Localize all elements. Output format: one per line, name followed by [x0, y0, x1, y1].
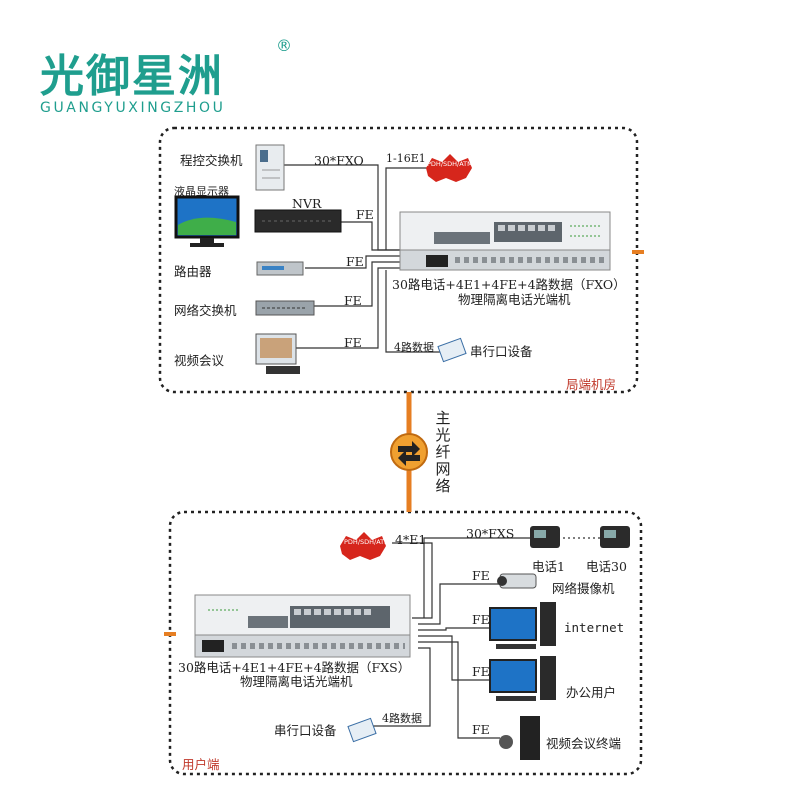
fiber-label-char: 纤: [435, 443, 451, 461]
top-cloud-label: PDH/SDH/ATM: [427, 160, 473, 168]
bottom-optical-terminal: [194, 594, 411, 658]
internet-pc-icon: [489, 602, 556, 649]
fiber-label-char: 网: [435, 460, 451, 478]
serial-bottom-label: 串行口设备: [274, 723, 337, 738]
serial-device-bottom-icon: [347, 717, 377, 743]
lcd-monitor-icon: [174, 195, 240, 247]
video-terminal-icon: [499, 716, 540, 760]
fe-link-router: FE: [346, 254, 364, 269]
e1-link-label: 1-16E1: [386, 152, 426, 165]
office-pc-icon: [489, 656, 556, 701]
top-region-label: 局端机房: [566, 377, 617, 392]
fxs-link-label: 30*FXS: [466, 526, 515, 541]
fe-link-nvr: FE: [356, 207, 374, 222]
office-label: 办公用户: [566, 685, 617, 700]
top-region-box: [158, 126, 639, 394]
pbx-icon: [255, 144, 285, 191]
fe-link-switch: FE: [344, 293, 362, 308]
fe-link-internet: FE: [472, 612, 490, 627]
pbx-label: 程控交换机: [180, 153, 243, 168]
phone30-label: 电话30: [586, 559, 627, 574]
video-conf-label: 视频会议: [174, 353, 225, 368]
camera-label: 网络摄像机: [552, 581, 615, 596]
serial-top-label: 串行口设备: [470, 344, 533, 359]
fiber-label-char: 络: [435, 477, 451, 495]
top-optical-terminal: [399, 211, 611, 271]
nvr-label: NVR: [292, 196, 322, 211]
network-switch-icon: [255, 300, 315, 316]
fe-link-office: FE: [472, 664, 490, 679]
top-terminal-line2: 物理隔离电话光端机: [458, 292, 571, 307]
fe-link-video: FE: [344, 335, 362, 350]
router-label: 路由器: [174, 264, 212, 279]
phone-30-icon: [600, 526, 630, 548]
fiber-label-char: 光: [435, 426, 451, 444]
bottom-terminal-line1: 30路电话+4E1+4FE+4路数据（FXS）: [178, 660, 411, 675]
top-terminal-line1: 30路电话+4E1+4FE+4路数据（FXO）: [392, 277, 626, 292]
fe-link-camera: FE: [472, 568, 490, 583]
bottom-region-label: 用户端: [182, 757, 220, 772]
switch-label: 网络交换机: [174, 303, 237, 318]
brand-name-en: GUANGYUXINGZHOU: [40, 100, 226, 116]
fiber-label: 主 光 纤 网 络: [434, 410, 452, 495]
data4-link-top: 4路数据: [394, 341, 434, 354]
network-camera-icon: [497, 573, 537, 589]
brand-name-cn: 光御星洲: [40, 51, 224, 102]
video-conference-icon: [255, 333, 300, 374]
internet-label: internet: [564, 620, 625, 635]
phone1-label: 电话1: [532, 559, 565, 574]
top-cloud-icon: [426, 154, 472, 182]
lcd-label: 液晶显示器: [174, 185, 229, 198]
bottom-terminal-line2: 物理隔离电话光端机: [240, 674, 353, 689]
bottom-cloud-icon: [340, 532, 386, 560]
fiber-label-char: 主: [435, 409, 451, 427]
bottom-cloud-label: PDH/SDH/ATM: [344, 538, 390, 546]
video-terminal-label: 视频会议终端: [546, 736, 622, 751]
fiber-transceiver-icon: [390, 433, 428, 471]
serial-device-top-icon: [437, 337, 467, 363]
router-icon: [256, 261, 304, 276]
fxo-link-label: 30*FXO: [314, 153, 364, 168]
data4-link-bottom: 4路数据: [382, 712, 422, 725]
bottom-region-box: [168, 510, 643, 776]
phone-1-icon: [530, 526, 560, 548]
e1-link-bottom: 4*E1: [395, 532, 427, 547]
fe-link-video-terminal: FE: [472, 722, 490, 737]
nvr-icon: [254, 209, 342, 233]
registered-mark: ®: [276, 36, 292, 55]
